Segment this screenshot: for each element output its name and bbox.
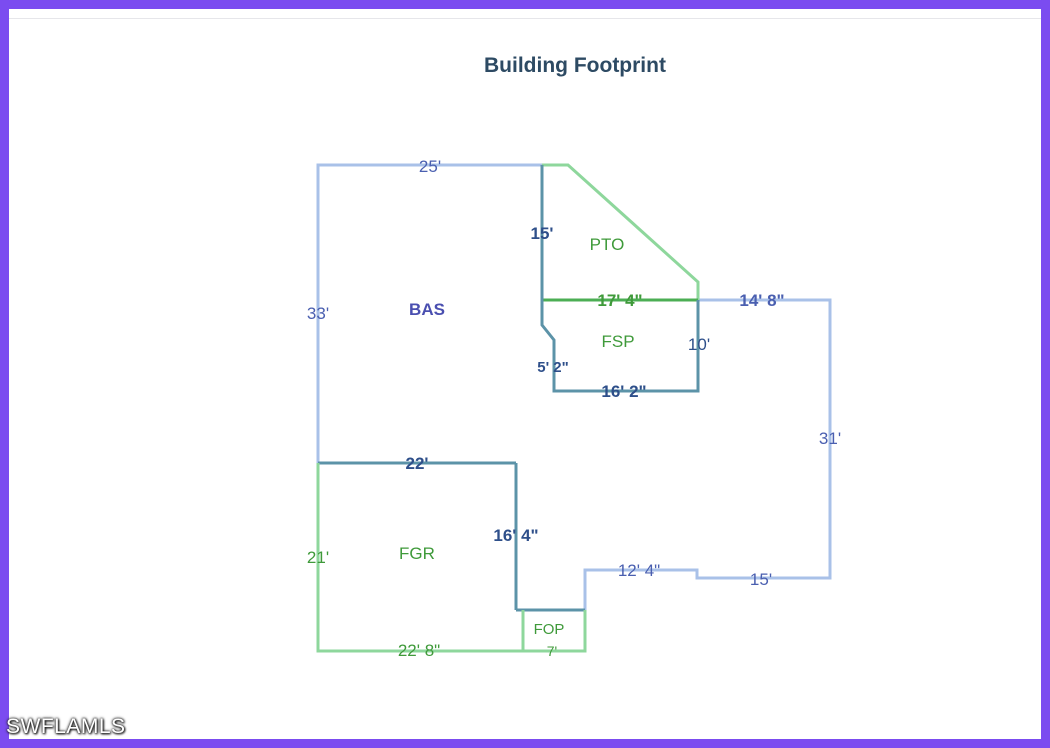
bas-outline-right bbox=[583, 298, 832, 610]
fop-outline bbox=[521, 610, 587, 653]
dim-fop-bottom: 7' bbox=[547, 643, 557, 659]
dim-bas-right: 31' bbox=[819, 429, 841, 448]
dim-fgr-bottom: 22' 8" bbox=[398, 641, 440, 660]
area-label-fgr: FGR bbox=[399, 544, 435, 563]
pto-outline bbox=[542, 163, 700, 300]
dim-fsp-bottom: 16' 2" bbox=[601, 382, 646, 401]
dim-bas-top: 25' bbox=[419, 157, 441, 176]
fsp-outline bbox=[540, 300, 700, 393]
dim-fsp-right: 10' bbox=[688, 335, 710, 354]
dim-bas-bottom-right: 15' bbox=[750, 570, 772, 589]
dim-fsp-left: 5' 2" bbox=[537, 359, 569, 376]
dim-pto-left: 15' bbox=[531, 224, 554, 243]
dim-bas-left: 33' bbox=[307, 304, 329, 323]
dim-bas-right-top: 14' 8" bbox=[739, 291, 784, 310]
fgr-outline bbox=[316, 463, 523, 653]
header-divider bbox=[9, 18, 1041, 19]
area-label-fsp: FSP bbox=[601, 332, 634, 351]
dim-fgr-top: 22' bbox=[406, 454, 429, 473]
dim-bas-bottom-mid: 12' 4" bbox=[618, 561, 660, 580]
area-label-bas: BAS bbox=[409, 300, 445, 319]
area-label-fop: FOP bbox=[534, 621, 565, 638]
area-label-pto: PTO bbox=[590, 235, 625, 254]
page-title: Building Footprint bbox=[484, 54, 666, 77]
dim-fgr-right: 16' 4" bbox=[493, 526, 538, 545]
dim-pto-bottom: 17' 4" bbox=[597, 291, 642, 310]
mls-watermark: SWFLAMLS bbox=[6, 715, 126, 738]
bas-outline bbox=[316, 163, 568, 463]
dim-fgr-left: 21' bbox=[307, 548, 329, 567]
